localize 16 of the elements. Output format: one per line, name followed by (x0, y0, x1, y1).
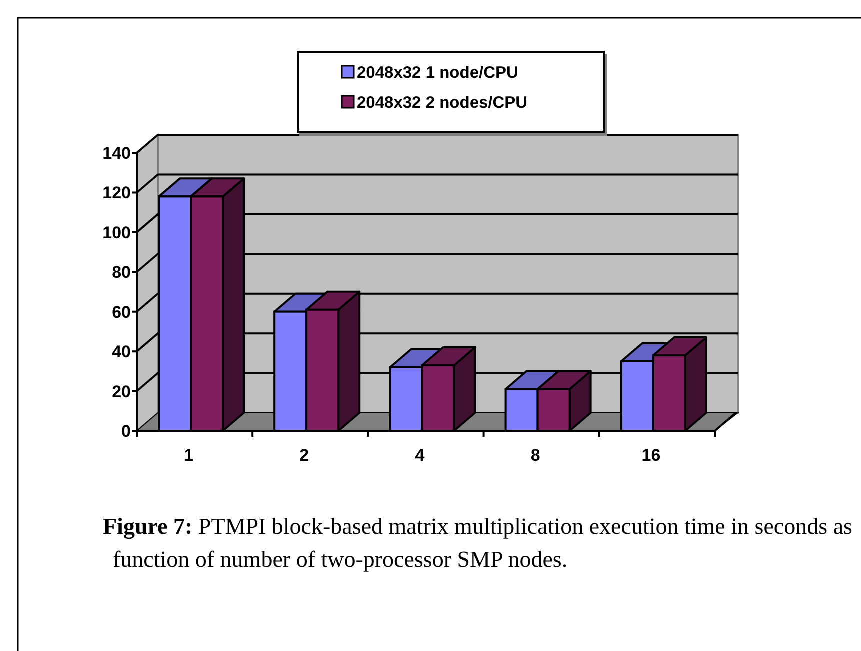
y-tick-label: 140 (102, 144, 131, 163)
y-tick-label: 100 (102, 223, 131, 242)
x-tick-label: 4 (415, 446, 425, 465)
x-tick-label: 16 (642, 446, 661, 465)
y-tick-label: 20 (112, 382, 131, 402)
y-tick-label: 0 (122, 422, 131, 441)
legend-label: 2048x32 2 nodes/CPU (357, 94, 528, 112)
figure-caption: Figure 7: PTMPI block-based matrix multiplication execution time in seconds as function of number of two-processor SMP nodes. (103, 513, 854, 574)
y-tick-label: 40 (112, 342, 131, 362)
y-tick-label: 80 (112, 263, 131, 282)
y-tick-label: 120 (102, 184, 131, 203)
legend-label: 2048x32 1 node/CPU (357, 64, 518, 82)
x-tick-label: 1 (184, 446, 194, 465)
x-tick-label: 8 (530, 446, 540, 465)
x-tick-label: 2 (300, 446, 310, 465)
y-tick-label: 60 (112, 302, 131, 322)
